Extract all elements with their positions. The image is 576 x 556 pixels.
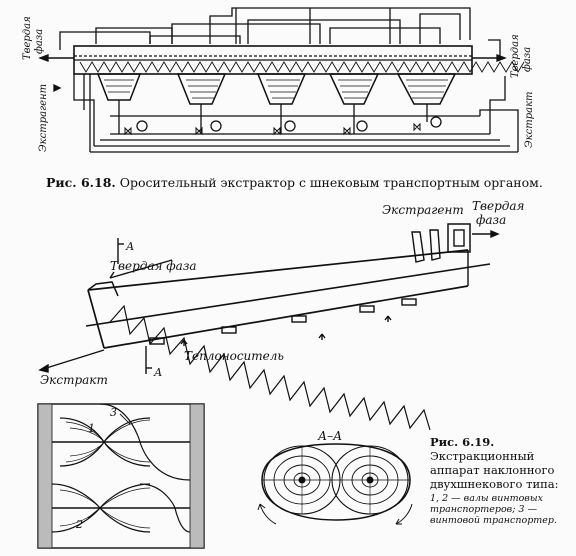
label-solid-left-2: фаза xyxy=(34,29,45,54)
caption-figure-6-19: Рис. 6.19. Экстракционный аппарат наклон… xyxy=(430,435,572,526)
label-solid-right-2: фаза xyxy=(522,47,533,72)
caption-619-legend: 1, 2 — валы винтовых транспортеров; 3 — … xyxy=(430,493,558,526)
caption-618-text: Оросительный экстрактор с шнековым транс… xyxy=(119,175,543,190)
label-solid-right-1: Твердая xyxy=(510,34,521,78)
figure-6-19-section-aa xyxy=(257,443,413,525)
figure-6-18-drawing xyxy=(38,7,525,153)
caption-figure-6-18: Рис. 6.18. Оросительный экстрактор с шне… xyxy=(46,175,543,190)
label-extractant: Экстрагент xyxy=(382,203,464,217)
section-aa-label: А–А xyxy=(317,429,342,443)
label-solid-top-1: Твердая xyxy=(472,199,525,213)
label-screw-3: 3 xyxy=(110,406,117,419)
label-shaft-1: 1 xyxy=(88,422,95,435)
label-extractant-left: Экстрагент xyxy=(38,84,49,152)
figure-6-19-inclined-screw xyxy=(38,223,500,431)
label-solid-left-1: Твердая xyxy=(22,16,33,60)
label-coolant: Теплоноситель xyxy=(184,349,284,363)
label-solid-top-2: фаза xyxy=(476,213,506,227)
caption-618-number: Рис. 6.18. xyxy=(46,175,116,190)
caption-619-number: Рис. 6.19. xyxy=(430,435,495,449)
label-shaft-2: 2 xyxy=(75,518,83,531)
label-section-a-top: А xyxy=(125,240,134,253)
label-extract-right: Экстракт xyxy=(524,91,535,148)
caption-619-title: Экстракционный аппарат наклонного двухшн… xyxy=(430,449,559,491)
label-extract: Экстракт xyxy=(40,373,108,387)
figure-6-19-twin-screw-plan xyxy=(37,403,205,549)
label-section-a-bottom: А xyxy=(153,366,162,379)
label-solid-phase: Твердая фаза xyxy=(110,259,197,273)
